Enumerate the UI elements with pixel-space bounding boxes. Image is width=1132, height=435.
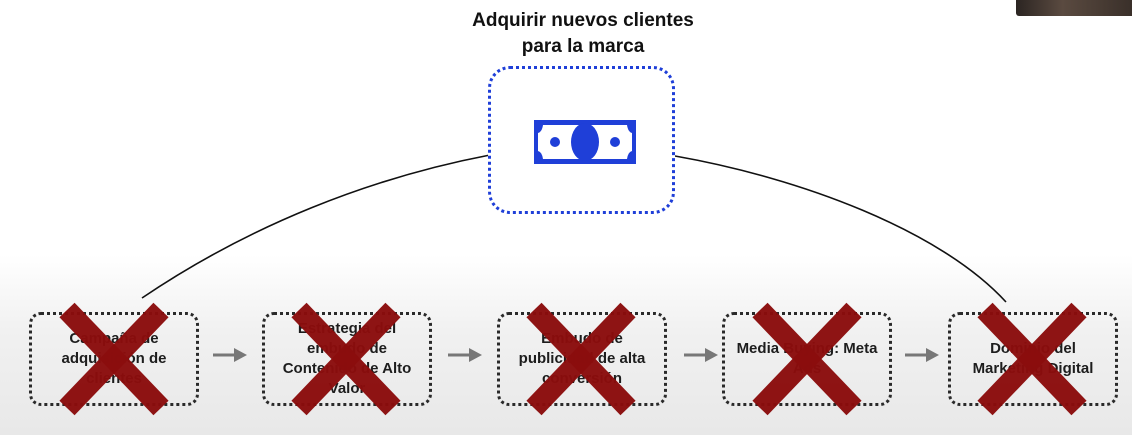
left-connector-curve [141, 154, 491, 299]
goal-title-line2: para la marca [521, 36, 645, 57]
arrow-right-icon [213, 348, 247, 362]
arrow-right-icon [905, 348, 939, 362]
cross-mark-icon [526, 302, 636, 416]
cross-mark-icon [59, 302, 169, 416]
banknote-icon [534, 120, 636, 164]
goal-box [488, 66, 675, 214]
cross-mark-icon [977, 302, 1087, 416]
arrow-right-icon [684, 348, 718, 362]
cross-mark-icon [752, 302, 862, 416]
goal-title: Adquirir nuevos clientes para la marca [400, 8, 766, 60]
cross-mark-icon [291, 302, 401, 416]
right-connector-curve [674, 155, 1007, 303]
webcam-thumbnail [1016, 0, 1132, 16]
arrow-right-icon [448, 348, 482, 362]
goal-title-line1: Adquirir nuevos clientes [472, 10, 694, 31]
